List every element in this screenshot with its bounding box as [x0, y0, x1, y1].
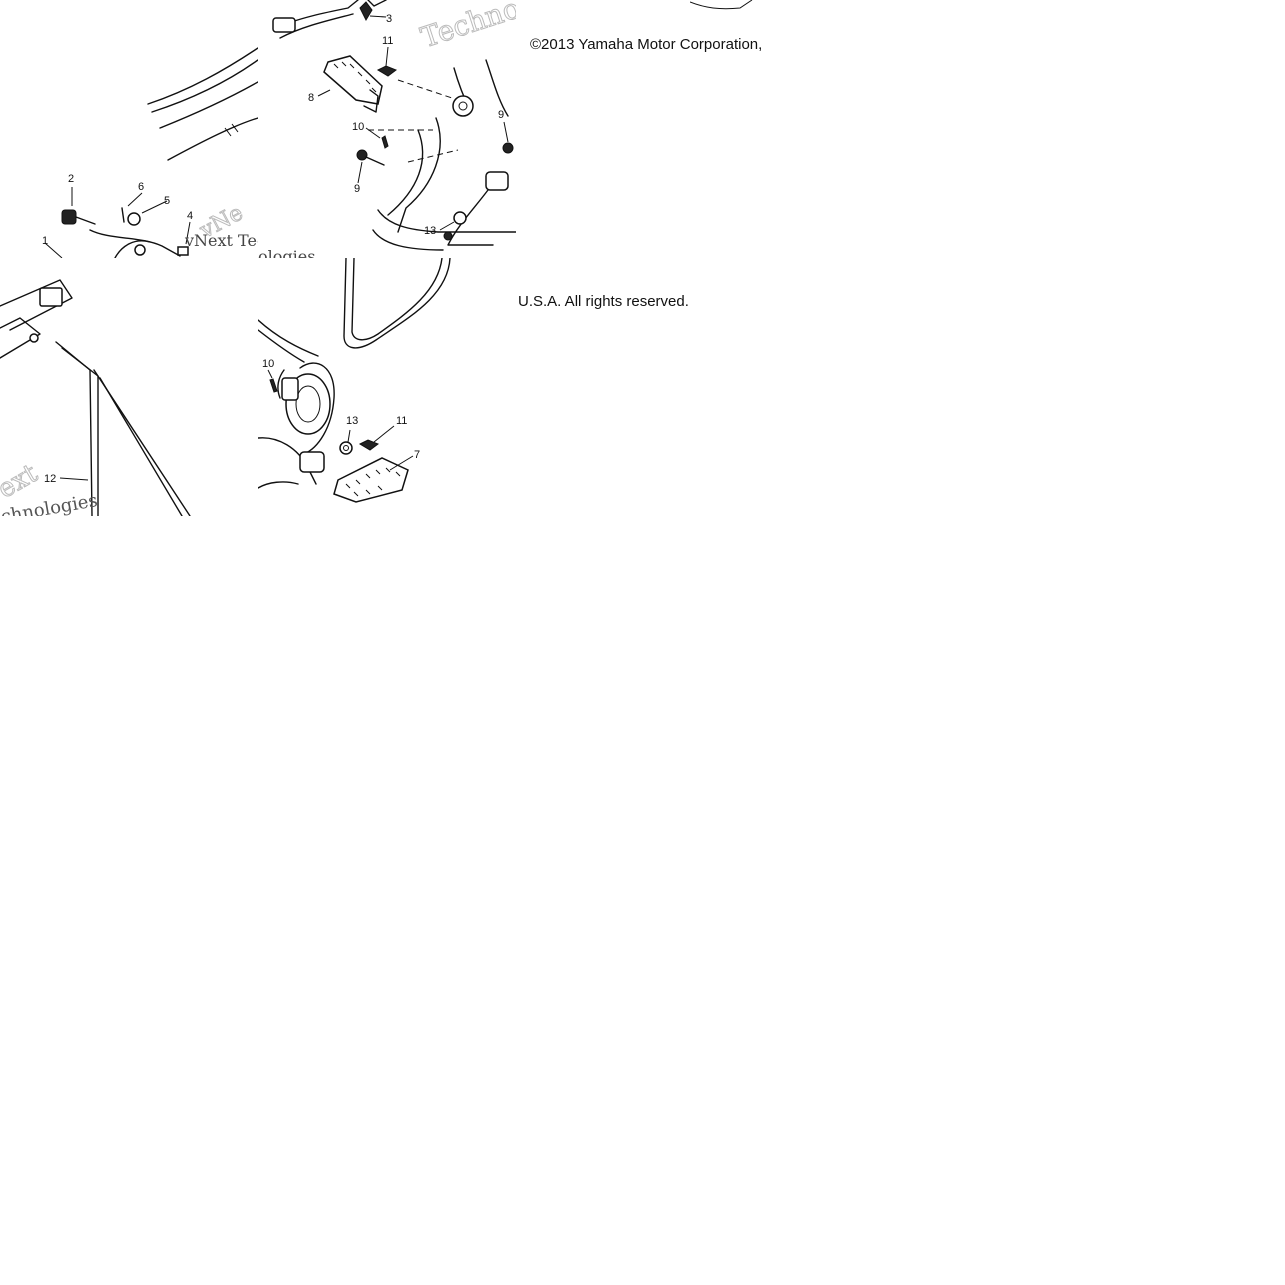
- watermark-text-d: ext: [0, 458, 43, 505]
- part-3-clip: [359, 1, 387, 22]
- diagram-tile-top-left: 2 6 5 4 1 vNext Tec vNe: [0, 0, 258, 258]
- watermark-text-b: vNext Tec: [184, 231, 258, 250]
- callout-11-top: 11: [382, 35, 393, 47]
- copyright-line-2: U.S.A. All rights reserved.: [518, 293, 689, 310]
- footpeg-mount-left: [258, 319, 335, 489]
- part-13-nut-lower: [339, 429, 353, 455]
- part-5-washer: [127, 212, 141, 226]
- callout-13-bottom: 13: [346, 415, 358, 427]
- callout-13-top: 13: [424, 225, 436, 237]
- diagram-drawing-c: 12 ext chnologies: [0, 279, 191, 516]
- callout-2: 2: [68, 173, 74, 185]
- callout-1: 1: [42, 235, 48, 247]
- callout-11-bottom: 11: [396, 415, 407, 427]
- callout-8: 8: [308, 92, 314, 104]
- part-7-footpeg: [333, 455, 414, 503]
- frame-tube: [0, 279, 73, 359]
- part-10-pin: [365, 127, 389, 149]
- brake-pedal: [272, 0, 387, 39]
- part-6-pin: [121, 207, 125, 223]
- part-9-bolt-right: [502, 121, 514, 154]
- copyright-line-1: ©2013 Yamaha Motor Corporation,: [530, 36, 763, 53]
- callout-4: 4: [187, 210, 193, 222]
- frame-loop: [343, 258, 451, 349]
- diagram-drawing-d: 10 13 11 7: [258, 258, 451, 503]
- callout-12: 12: [44, 473, 56, 485]
- diagram-tile-bottom-left: 12 ext chnologies: [0, 258, 258, 516]
- callout-9-right: 9: [498, 109, 504, 121]
- part-9-bolt: [356, 149, 385, 184]
- part-10-pin-lower: [267, 369, 278, 393]
- diagram-drawing-a: 2 6 5 4 1 vNext Tec vNe: [42, 47, 258, 258]
- callout-10-bottom: 10: [262, 358, 274, 370]
- diagram-tile-top-right: 3 Techno 11 8 1: [258, 0, 516, 258]
- diagram-tile-bottom-right: 10 13 11 7: [258, 258, 516, 516]
- part-13-nut: [439, 211, 467, 241]
- callout-7: 7: [414, 449, 420, 461]
- part-12-stand: [55, 341, 191, 516]
- watermark-text-a: Techno: [417, 0, 516, 54]
- callout-5: 5: [164, 195, 170, 207]
- callout-3: 3: [386, 13, 392, 25]
- part-2-bolt: [61, 209, 96, 225]
- diagram-edge-fragment: [690, 0, 753, 10]
- callout-9-left: 9: [354, 183, 360, 195]
- part-1-bracket: [89, 229, 181, 258]
- part-11-clip-top: [376, 46, 398, 77]
- part-4-pin: [177, 246, 189, 256]
- footpeg-mount-right: [372, 59, 516, 251]
- callout-6: 6: [138, 181, 144, 193]
- part-8-footpeg: [323, 55, 383, 113]
- diagram-drawing-b: 3 Techno 11 8 1: [258, 0, 516, 258]
- watermark-text-c: ologies: [258, 247, 315, 258]
- callout-10-top: 10: [352, 121, 364, 133]
- part-11-clip-lower: [358, 425, 395, 451]
